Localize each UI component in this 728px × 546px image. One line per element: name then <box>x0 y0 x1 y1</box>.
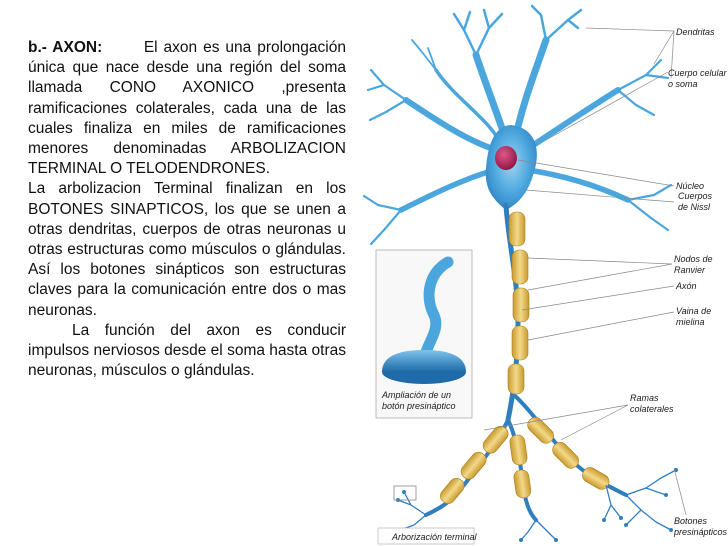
paragraph-2: La arbolizacion Terminal finalizan en lo… <box>28 180 346 319</box>
terminal-arborization <box>397 469 677 541</box>
inset-label-line-1: Ampliación de un <box>381 390 451 400</box>
label-ramas-2: colaterales <box>630 404 674 414</box>
paragraph-3: La función del axon es conducir impulsos… <box>28 321 346 380</box>
label-vaina-1: Vaina de <box>676 306 711 316</box>
label-ranvier-2: Ranvier <box>674 265 706 275</box>
dendrites <box>362 4 673 246</box>
label-botones-2: presinápticos <box>673 527 728 537</box>
section-heading: b.- AXON: <box>28 39 103 56</box>
label-ramas-1: Ramas <box>630 393 659 403</box>
nucleus <box>495 146 517 170</box>
bouton-inset: Ampliación de un botón presináptico <box>375 249 473 419</box>
label-dendritas: Dendritas <box>676 27 715 37</box>
neuron-diagram: Ampliación de un botón presináptico Arbo… <box>362 4 728 545</box>
label-ranvier-1: Nodos de <box>674 254 713 264</box>
inset-label-line-2: botón presináptico <box>382 401 456 411</box>
label-arborizacion-terminal: Arborización terminal <box>391 532 478 542</box>
label-cuerpo-celular-1: Cuerpo celular <box>668 68 728 78</box>
label-nissl-1: Cuerpos <box>678 191 713 201</box>
label-nissl-2: de Nissl <box>678 202 711 212</box>
diagram-labels: Dendritas Cuerpo celular o soma Núcleo C… <box>630 27 728 537</box>
terminal-box <box>393 485 417 501</box>
paragraph-1: b.- AXON: El axon es una prolongación ún… <box>28 38 346 179</box>
leader-lines <box>483 27 687 516</box>
text-panel: b.- AXON: El axon es una prolongación ún… <box>28 38 346 381</box>
terminal-label-box <box>377 527 475 545</box>
label-cuerpo-celular-2: o soma <box>668 79 698 89</box>
myelin-sheath <box>440 211 610 504</box>
label-botones-1: Botones <box>674 516 708 526</box>
label-nucleo: Núcleo <box>676 181 704 191</box>
label-axon: Axón <box>675 281 697 291</box>
label-vaina-2: mielina <box>676 317 705 327</box>
paragraph-1-text: El axon es una prolongación única que na… <box>28 39 346 178</box>
